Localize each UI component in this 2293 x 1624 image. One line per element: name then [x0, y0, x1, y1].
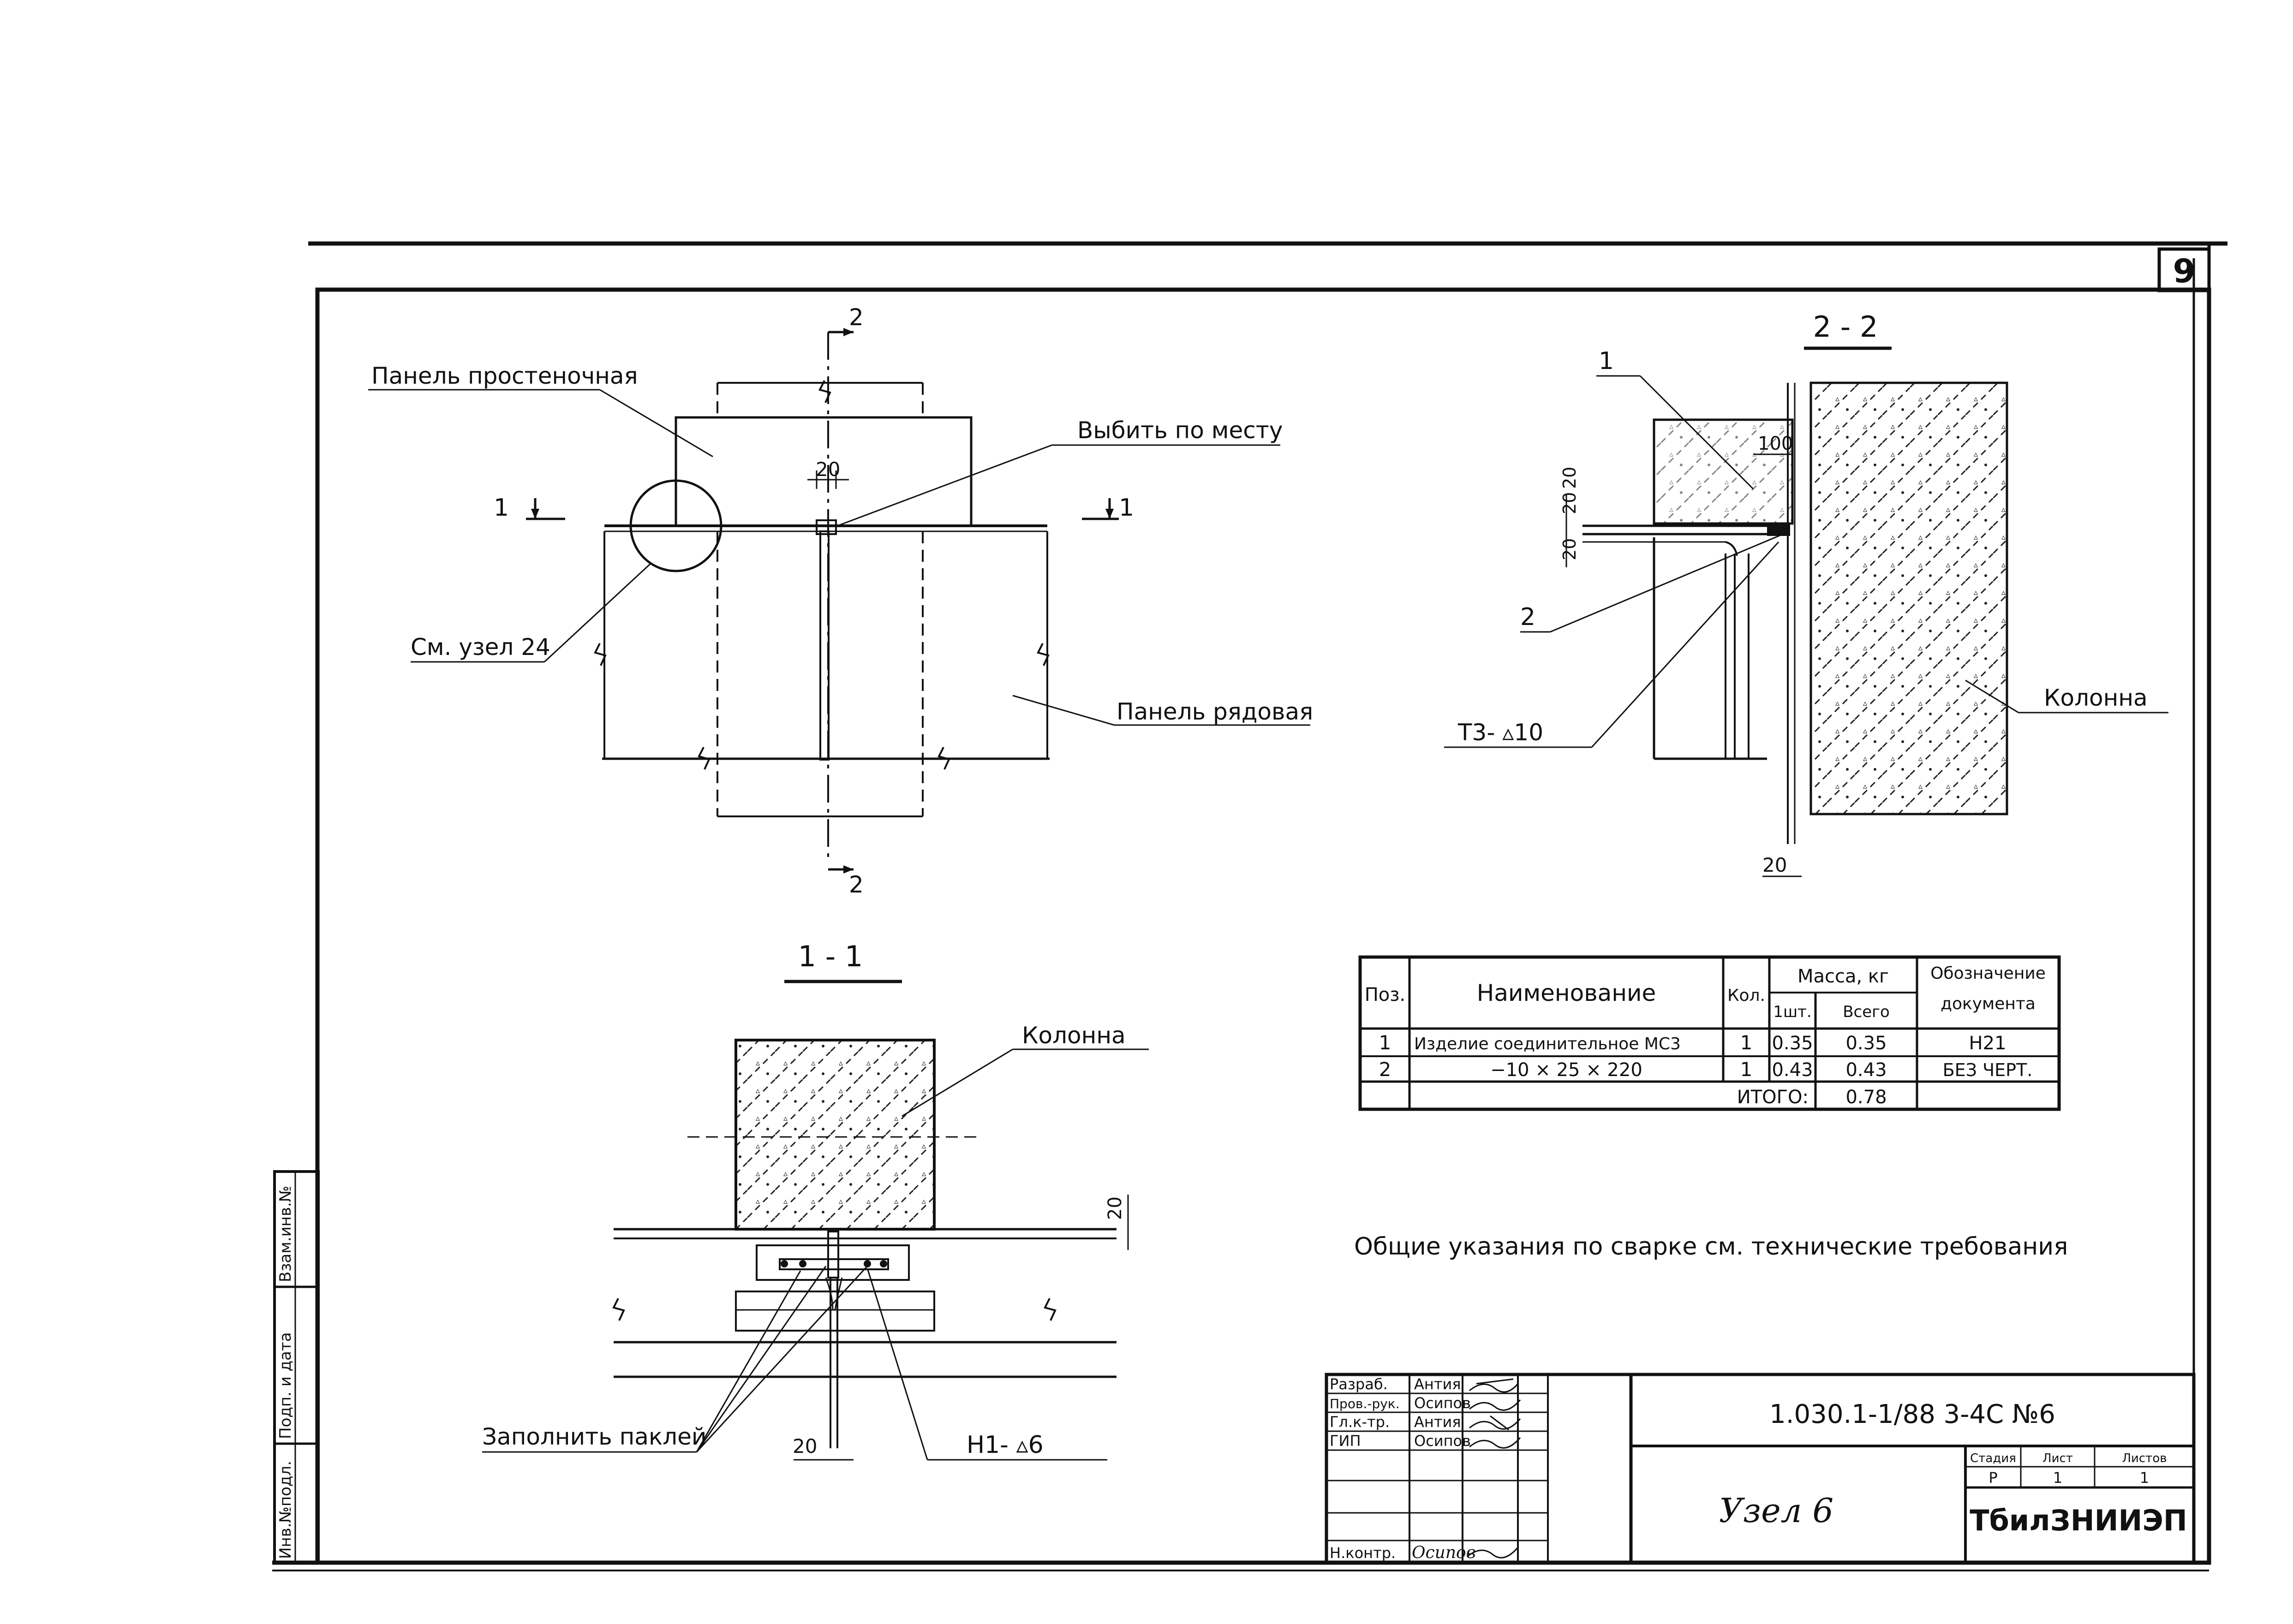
label-panel-wall: Панель простеночная [371, 363, 638, 389]
table-row: 2 −10 × 25 × 220 1 0.43 0.43 БЕЗ ЧЕРТ. [1379, 1058, 2033, 1081]
sheet-value: 1 [2053, 1469, 2062, 1487]
name: Антия [1414, 1413, 1461, 1431]
dim-20-a: 20 [1559, 492, 1580, 514]
cell-unit: 0.43 [1772, 1059, 1813, 1081]
cell-name: Изделие соединительное МС3 [1414, 1035, 1681, 1053]
pos-2-label: 2 [1520, 603, 1535, 631]
column-hatch-1-1 [736, 1040, 934, 1229]
sheets-value: 1 [2140, 1469, 2149, 1487]
cell-total: 0.43 [1845, 1059, 1887, 1081]
plan-view: 20 2 2 1 1 Панель простеночная Выбить по… [368, 304, 1313, 898]
label-see-node: См. узел 24 [411, 634, 550, 660]
table-row: 1 Изделие соединительное МС3 1 0.35 0.35… [1379, 1031, 2006, 1054]
cell-name: −10 × 25 × 220 [1490, 1059, 1642, 1081]
cell-unit: 0.35 [1772, 1033, 1813, 1054]
sheet-number: 9 [2173, 252, 2196, 290]
section-2-2-title: 2 - 2 [1813, 310, 1878, 344]
section-2-2: 2 - 2 100 20 20 20 1 2 [1444, 310, 2168, 877]
stage-value: Р [1988, 1469, 1997, 1487]
stamp-sign-date: Подп. и дата [276, 1332, 295, 1439]
signature-rows: Разраб. Антия Пров.-рук. Осипов Гл.к-тр.… [1330, 1375, 1476, 1562]
column-label-2-2: Колонна [2044, 684, 2148, 711]
weld-label-2-2: Т3- ▵10 [1457, 719, 1543, 746]
role: ГИП [1330, 1432, 1361, 1450]
th-name: Наименование [1477, 980, 1656, 1006]
doc-code: 1.030.1-1/88 3-4С №6 [1769, 1399, 2055, 1429]
cell-qty: 1 [1740, 1058, 1753, 1081]
weld-label-1-1: Н1- ▵6 [967, 1431, 1044, 1459]
stamp-inv-replace: Взам.инв.№ [276, 1186, 295, 1282]
role: Н.контр. [1330, 1544, 1396, 1562]
th-mass: Масса, кг [1797, 966, 1889, 987]
th-mass-unit: 1шт. [1773, 1003, 1811, 1021]
section-mark-2-top: 2 [849, 304, 864, 331]
column-label-1-1: Колонна [1022, 1022, 1126, 1049]
role: Разраб. [1330, 1375, 1388, 1393]
section-mark-2-bottom: 2 [849, 871, 864, 898]
plan-dim-20: 20 [816, 458, 840, 481]
label-knock-out: Выбить по месту [1077, 417, 1283, 444]
dim-20-c: 20 [1559, 538, 1580, 560]
cell-pos: 1 [1379, 1031, 1391, 1054]
name: Осипов [1414, 1432, 1471, 1450]
dim-100: 100 [1758, 433, 1793, 454]
th-doc: Обозначение документа [1930, 964, 2046, 1013]
cell-total: 0.35 [1845, 1033, 1887, 1054]
sheet-number-box: 9 [2157, 247, 2211, 292]
section-mark-1-left: 1 [494, 494, 509, 522]
title-block: Разраб. Антия Пров.-рук. Осипов Гл.к-тр.… [1325, 1373, 2196, 1565]
total-label: ИТОГО: [1737, 1087, 1809, 1108]
stamp-inv-orig: Инв.№подл. [276, 1461, 295, 1559]
role: Гл.к-тр. [1330, 1413, 1390, 1431]
section-1-1: 1 - 1 20 20 [482, 940, 1149, 1461]
sheets-label: Листов [2122, 1451, 2167, 1465]
dim-20-bottom-2-2: 20 [1762, 854, 1787, 876]
name: Осипов [1414, 1394, 1471, 1412]
cell-doc: БЕЗ ЧЕРТ. [1943, 1060, 2033, 1080]
signatures [1467, 1378, 1521, 1559]
pos-1-label: 1 [1599, 347, 1614, 375]
column-hatch-2-2 [1811, 383, 2007, 814]
sheet-label: Лист [2042, 1451, 2073, 1465]
side-stamp: Взам.инв.№ Подп. и дата Инв.№подл. [273, 1170, 320, 1564]
name: Осипов [1412, 1543, 1476, 1562]
th-mass-total: Всего [1843, 1003, 1890, 1021]
dim-20-right-1-1: 20 [1105, 1196, 1126, 1220]
drawing-title: Узел 6 [1719, 1491, 1833, 1530]
label-panel-row: Панель рядовая [1117, 698, 1313, 725]
th-pos: Поз. [1365, 984, 1406, 1005]
label-fill-putty: Заполнить паклей [482, 1423, 706, 1450]
th-qty: Кол. [1727, 986, 1765, 1005]
name: Антия [1414, 1375, 1461, 1393]
org-name: ТбилЗНИИЭП [1970, 1504, 2187, 1537]
cell-qty: 1 [1740, 1031, 1753, 1054]
dim-20-b: 20 [1559, 467, 1580, 489]
node-circle [629, 479, 723, 572]
role: Пров.-рук. [1330, 1396, 1400, 1411]
general-note: Общие указания по сварке см. технические… [1354, 1233, 2068, 1261]
section-mark-1-right: 1 [1119, 494, 1134, 522]
dim-20-bottom-1-1: 20 [793, 1435, 817, 1457]
stage-label: Стадия [1970, 1451, 2016, 1465]
section-1-1-title: 1 - 1 [798, 940, 863, 973]
cell-pos: 2 [1379, 1058, 1391, 1081]
cell-doc: Н21 [1969, 1033, 2006, 1054]
total-value: 0.78 [1845, 1087, 1887, 1108]
spec-table: Поз. Наименование Кол. Масса, кг 1шт. Вс… [1358, 955, 2061, 1111]
